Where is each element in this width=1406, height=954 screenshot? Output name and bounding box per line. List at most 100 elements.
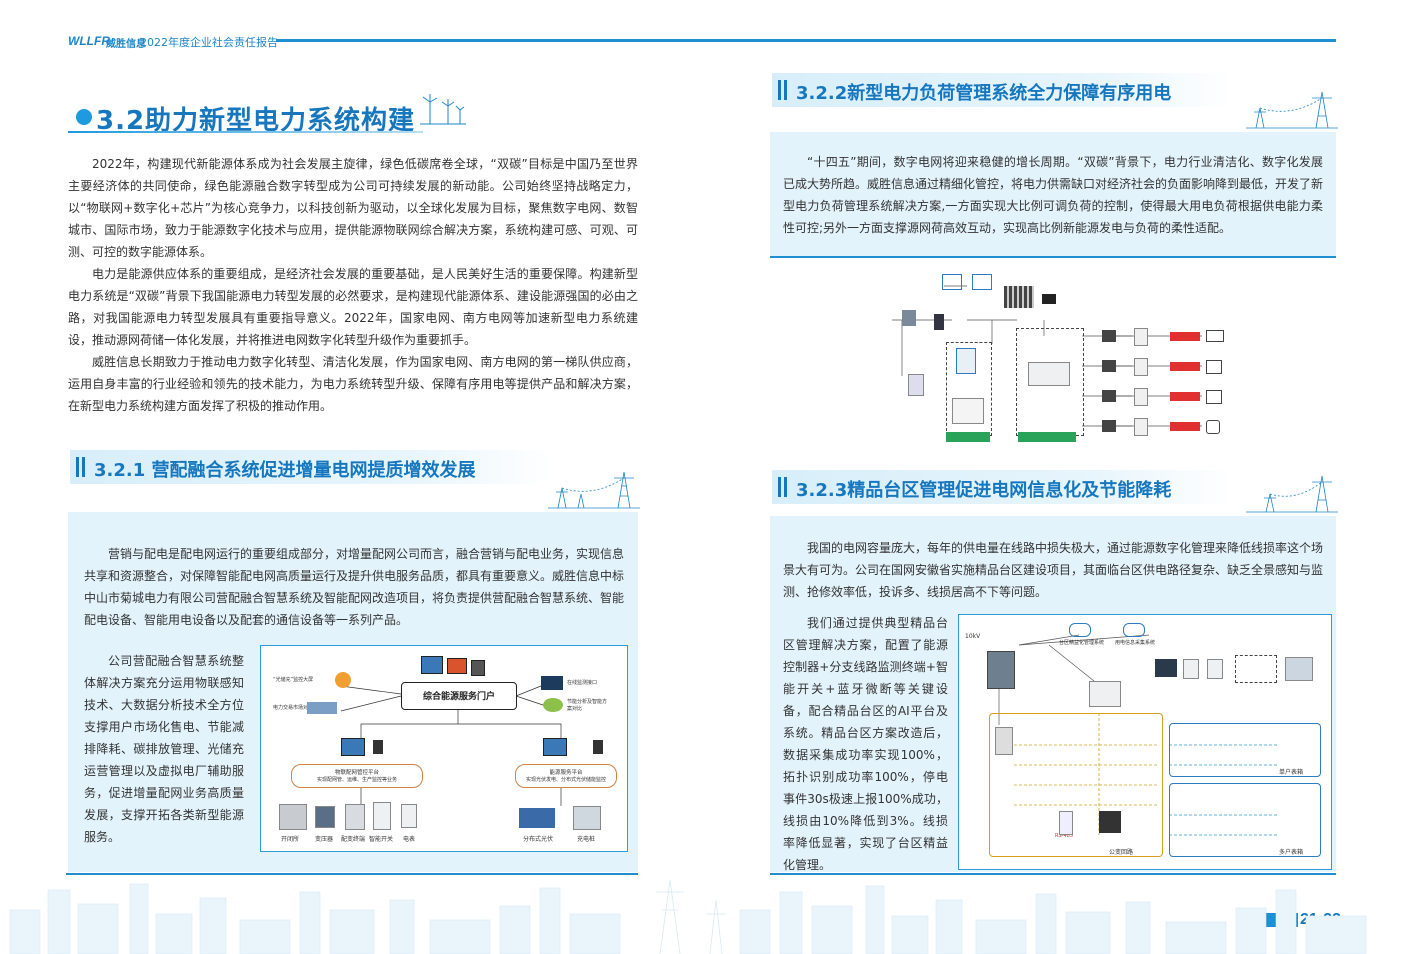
sec322-text: “十四五”期间，数字电网将迎来稳健的增长周期。“双碳”背景下，电力行业清洁化、数… (783, 151, 1323, 239)
chart-thumb (307, 702, 337, 714)
diagram-label: “光储充”监控大屏 (273, 677, 314, 683)
banner-bar (778, 80, 781, 100)
sec321-paragraph: 营销与配电是配电网运行的重要组成部分，对增量配网公司而言，融合营销与配电业务，实… (84, 547, 625, 627)
diagram-label: 电力交易市场对标 (273, 705, 314, 711)
report-title: 2022年度企业社会责任报告 (140, 36, 278, 49)
diagram-label: 单户表箱 (1279, 769, 1304, 776)
header-rule (276, 39, 1336, 42)
solar-panel-icon (1004, 286, 1034, 308)
subsection-title: 3.2.2新型电力负荷管理系统全力保障有序用电 (796, 83, 1172, 104)
device-label: 充电桩 (577, 836, 596, 843)
portal-box: 综合能源服务门户 (401, 682, 517, 710)
device-label: 智能开关 (369, 836, 394, 843)
charger-icon (573, 806, 601, 830)
sec323-paragraph: 我们通过提供典型精品台区管理解决方案，配置了能源控制器+分支线路监测终端+智能开… (783, 616, 948, 872)
portal-label: 综合能源服务门户 (422, 692, 495, 702)
subsection-title: 3.2.3精品台区管理促进电网信息化及节能降耗 (796, 480, 1172, 501)
transformer-icon (987, 651, 1015, 689)
monitor-icon (341, 738, 365, 756)
shield-icon (1206, 420, 1220, 434)
sec322-paragraph: “十四五”期间，数字电网将迎来稳健的增长周期。“双碳”背景下，电力行业清洁化、数… (783, 155, 1324, 235)
phone-icon (373, 740, 383, 754)
wind-turbine-icon (420, 94, 466, 125)
diagram-label: 多户表箱 (1279, 849, 1304, 856)
intro-paragraph: 威胜信息长期致力于推动电力数字化转型、清洁化发展，作为国家电网、南方电网的第一梯… (68, 355, 638, 413)
device-label: 分布式光伏 (523, 836, 554, 843)
subsection-banner-323: 3.2.3精品台区管理促进电网信息化及节能降耗 (772, 470, 1232, 504)
ecosystem-diagram: 综合能源服务门户 “光储充”监控大屏 电力交易市场对标 在线监测接口 节能分析及… (260, 645, 628, 852)
sec321-text: 营销与配电是配电网运行的重要组成部分，对增量配网公司而言，融合营销与配电业务，实… (84, 543, 624, 631)
terminal-icon (956, 348, 976, 374)
monitor-icon (447, 658, 467, 674)
device-label: 配变终端 (341, 836, 366, 843)
banner-bar (784, 80, 787, 100)
banner-bar (82, 457, 85, 477)
meter-icon (1183, 659, 1199, 679)
panel-bottom-rule (770, 256, 1336, 258)
diagram-label: 能源服务平台 (549, 770, 583, 776)
sec323-text: 我国的电网容量庞大，每年的供电量在线路中损失极大，通过能源数字化管理来降低线损率… (783, 537, 1323, 603)
city-skyline-decoration (9, 879, 1367, 954)
load-management-diagram (872, 266, 1232, 456)
intro-paragraph: 电力是能源供应体系的重要组成，是经济社会发展的重要基础，是人民美好生活的重要保障… (68, 267, 638, 347)
device-icon (279, 804, 307, 830)
power-tower-icon (548, 471, 640, 509)
green-label-box (946, 432, 990, 442)
terminal-icon (952, 398, 984, 424)
tablet-icon (471, 660, 485, 676)
breaker-icon (1134, 328, 1148, 346)
company-logo-cn: 威胜信息 (106, 39, 146, 50)
switch-icon (1102, 420, 1116, 432)
solar-panel-icon (519, 808, 555, 828)
cloud-icon (1069, 623, 1091, 637)
platform-box: 能源服务平台 实现光伏发电、分布式光伏储能监控 (515, 764, 617, 788)
device-icon (345, 804, 365, 830)
banner-bar (784, 477, 787, 497)
device-icon (373, 802, 391, 830)
screen-icon (541, 676, 563, 690)
phone-icon (593, 740, 603, 754)
diagram-label: 节能分析及智能方案对比 (567, 699, 608, 712)
monitor-icon (421, 656, 443, 674)
meter-icon (1207, 659, 1223, 679)
switch-icon (1102, 390, 1116, 402)
meter-icon (1155, 659, 1177, 677)
diagram-label: 用电信息采集系统 (1115, 640, 1156, 646)
switch-icon (1102, 330, 1116, 342)
battery-icon (1042, 294, 1056, 304)
breaker-icon (1134, 388, 1148, 406)
breaker-icon (1134, 418, 1148, 436)
meter-icon (908, 374, 924, 396)
branch-group (989, 713, 1163, 857)
title-underline (68, 131, 423, 133)
diagram-connectors (998, 634, 1279, 836)
subsection-banner-321: 3.2.1 营配融合系统促进增量电网提质增效发展 (70, 450, 550, 484)
cloud-icon (942, 274, 962, 290)
cloud-icon (972, 274, 992, 290)
lightbulb-icon (335, 672, 351, 688)
diagram-label: RS-485 (1055, 833, 1073, 839)
subsection-banner-322: 3.2.2新型电力负荷管理系统全力保障有序用电 (772, 73, 1232, 107)
load-label-box (1170, 392, 1200, 401)
device-icon (315, 806, 335, 828)
intro-text: 2022年，构建现代新能源体系成为社会发展主旋律，绿色低碳席卷全球，“双碳”目标… (68, 153, 638, 417)
title-dot (76, 109, 92, 125)
breaker-icon (1134, 358, 1148, 376)
ac-icon (1206, 330, 1224, 342)
banner-bar (778, 477, 781, 497)
transformer-icon (902, 310, 916, 326)
station-area-diagram: 10kV 台区精益化管理系统 用电信息采集系统 单户表箱 多户表箱 公变回路 R… (958, 614, 1332, 870)
power-tower-icon (1246, 475, 1338, 513)
power-tower-icon (1246, 91, 1338, 129)
device-icon (401, 804, 417, 828)
cloud-icon (1123, 623, 1145, 637)
breaker-icon (1059, 811, 1073, 835)
factory-icon (1206, 390, 1222, 404)
controller-icon (1089, 681, 1121, 707)
single-box-group (1169, 723, 1321, 777)
panel-bottom-rule (770, 873, 1336, 875)
diagram-connectors (340, 683, 562, 806)
diagram-label: 在线监测接口 (567, 680, 598, 686)
diagram-label: 公变回路 (1109, 849, 1134, 856)
panel-bottom-rule (66, 873, 638, 875)
